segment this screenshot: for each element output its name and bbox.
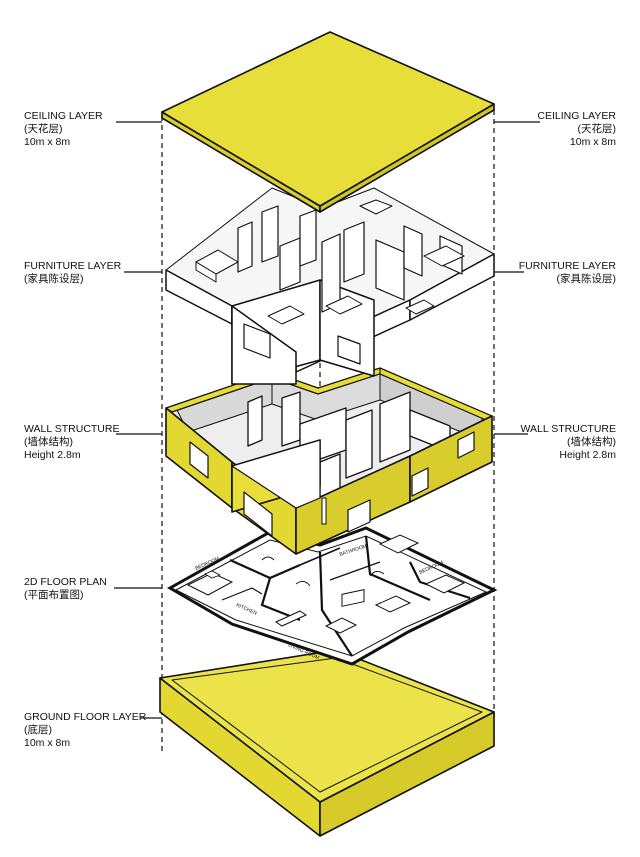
layer-subtitle: (墙体结构) (24, 436, 73, 448)
sofa-icon (324, 589, 365, 634)
ground-floor-block (159, 649, 495, 837)
table-icon (405, 299, 435, 315)
layer-title: WALL STRUCTURE (520, 423, 616, 435)
layer-title: FURNITURE LAYER (518, 260, 616, 272)
floor-plan: BEDROOM BATHROOM KITCHEN BEDROOM LIVING … (166, 526, 498, 666)
layer-subtitle: (平面布置图) (24, 589, 84, 601)
layer-subtitle: (家具陈设层) (24, 273, 84, 285)
label-furniture-right: FURNITURE LAYER (家具陈设层) (519, 260, 616, 286)
layer-dims: 10m x 8m (24, 136, 71, 148)
label-furniture-left: FURNITURE LAYER (家具陈设层) (24, 260, 121, 286)
layer-dims: 10m x 8m (24, 737, 71, 749)
layer-title: CEILING LAYER (537, 110, 616, 122)
layer-dims: 10m x 8m (569, 136, 616, 148)
plan-outline (166, 526, 498, 666)
layer-title: CEILING LAYER (24, 110, 103, 122)
layer-dims: Height 2.8m (559, 449, 616, 461)
label-walls-left: WALL STRUCTURE (墙体结构) Height 2.8m (24, 423, 119, 462)
door-swing-icon (261, 556, 385, 587)
layer-subtitle: (天花层) (24, 123, 63, 135)
wall-structure (165, 367, 493, 555)
table-icon (274, 595, 412, 627)
layer-title: 2D FLOOR PLAN (24, 576, 107, 588)
layer-subtitle: (墙体结构) (567, 436, 616, 448)
leader-lines (114, 121, 540, 719)
sofa-icon (267, 305, 305, 325)
label-walls-right: WALL STRUCTURE (墙体结构) Height 2.8m (521, 423, 616, 462)
label-ceiling-left: CEILING LAYER (天花层) 10m x 8m (24, 110, 103, 149)
layer-title: GROUND FLOOR LAYER (24, 711, 147, 723)
layer-title: WALL STRUCTURE (24, 423, 120, 435)
layer-subtitle: (天花层) (577, 123, 617, 135)
layer-subtitle: (底层) (24, 724, 52, 736)
label-ground-floor: GROUND FLOOR LAYER (底层) 10m x 8m (24, 711, 146, 750)
layer-dims: Height 2.8m (24, 449, 81, 461)
bed-icon (186, 534, 466, 596)
furniture-layer (165, 187, 495, 385)
label-floor-plan: 2D FLOOR PLAN (平面布置图) (24, 576, 107, 602)
label-ceiling-right: CEILING LAYER (天花层) 10m x 8m (537, 110, 616, 149)
ceiling-slab (161, 31, 495, 213)
layer-title: FURNITURE LAYER (24, 260, 122, 272)
layer-subtitle: (家具陈设层) (556, 273, 617, 285)
